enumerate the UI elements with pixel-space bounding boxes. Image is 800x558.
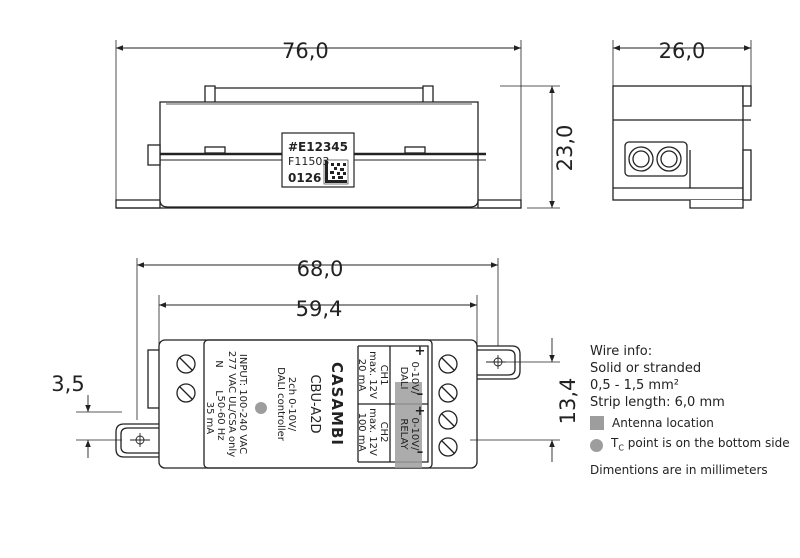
offset-dimension: 3,5	[51, 372, 84, 396]
ch2-plus: +	[415, 404, 426, 419]
antenna-legend: Antenna location	[590, 415, 795, 431]
label-code: F11503	[288, 155, 329, 168]
input-line1: INPUT: 100-240 VAC	[237, 354, 248, 454]
body-height-dimension: 13,4	[556, 378, 580, 425]
terminal-l-label: L	[213, 390, 224, 396]
antenna-swatch-icon	[590, 416, 604, 430]
ch1-spec2: 20 mA	[356, 359, 367, 392]
tc-legend: TC point is on the bottom side	[590, 435, 795, 456]
description-line2: DALI controller	[275, 367, 286, 442]
wire-info-panel: Wire info: Solid or stranded 0,5 - 1,5 m…	[590, 343, 795, 478]
width-dimension: 76,0	[282, 39, 329, 63]
side-width-dimension: 26,0	[659, 39, 706, 63]
ch1-plus: +	[415, 344, 426, 359]
tc-point-icon	[255, 402, 267, 414]
tc-legend-label: TC point is on the bottom side	[611, 435, 790, 456]
ch1-name: CH1	[378, 365, 389, 386]
ch2-output2: RELAY	[398, 418, 409, 450]
ch1-minus: –	[417, 387, 424, 402]
tc-rest: point is on the bottom side	[623, 436, 790, 450]
ch2-name: CH2	[378, 422, 389, 443]
mounting-hole-icon	[491, 355, 505, 369]
ch1-spec1: max. 12V	[367, 351, 378, 399]
antenna-legend-label: Antenna location	[612, 416, 714, 430]
spacing-dimension: 59,4	[296, 297, 343, 321]
mounting-hole-icon	[133, 433, 147, 447]
input-line3: 50-60 Hz	[215, 395, 226, 440]
model-name: CBU-A2D	[307, 374, 322, 433]
antenna-area	[395, 382, 422, 468]
ch2-spec1: max. 12V	[367, 408, 378, 456]
wire-info-line1: Solid or stranded	[590, 361, 702, 376]
tc-prefix: T	[611, 436, 619, 450]
brand-name: CASAMBI	[328, 362, 346, 446]
description-line1: 2ch 0-10V/	[286, 377, 297, 432]
ch2-output1: 0-10V/	[409, 418, 420, 452]
length-dimension: 68,0	[297, 257, 344, 281]
tc-dot-icon	[590, 439, 603, 453]
plan-view	[76, 258, 560, 469]
side-view	[612, 40, 752, 209]
ch1-output2: DALI	[398, 367, 409, 390]
front-view	[115, 40, 560, 209]
input-line4: 35 mA	[204, 402, 215, 435]
wire-info-line2: 0,5 - 1,5 mm²	[590, 378, 679, 393]
ch2-minus: –	[417, 445, 424, 460]
wire-info-title: Wire info:	[590, 344, 653, 359]
label-batch: 0126	[288, 171, 321, 185]
input-line2: 277 VAC UL/CSA only	[226, 351, 237, 457]
height-dimension: 23,0	[553, 125, 577, 172]
ch1-output1: 0-10V/	[409, 362, 420, 396]
terminal-n-label: N	[213, 360, 224, 367]
label-serial: #E12345	[288, 140, 348, 154]
datamatrix-icon	[323, 159, 349, 185]
wire-info-line3: Strip length: 6,0 mm	[590, 395, 725, 410]
tc-subscript: C	[618, 443, 624, 453]
units-note: Dimentions are in millimeters	[590, 463, 768, 478]
ch2-spec2: 100 mA	[356, 413, 367, 452]
